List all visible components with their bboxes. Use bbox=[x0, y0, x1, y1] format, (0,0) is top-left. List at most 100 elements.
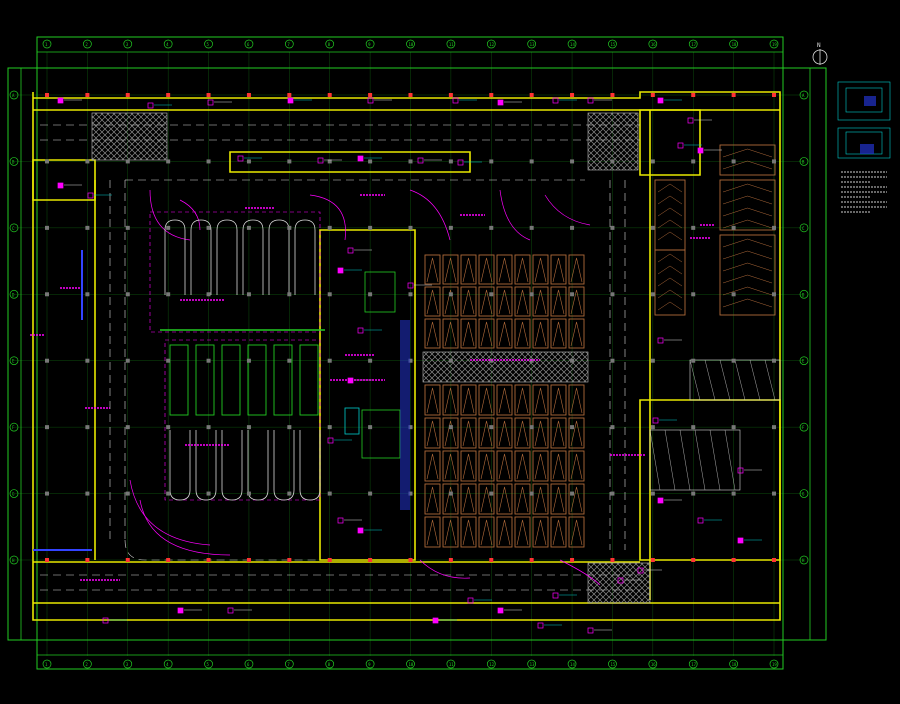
column bbox=[731, 159, 736, 164]
parking-bay bbox=[460, 286, 477, 317]
grid-label-bottom: 17 bbox=[691, 662, 696, 667]
parking-bay-marking bbox=[570, 453, 583, 480]
annotation-tag bbox=[177, 607, 184, 614]
annotation-tag bbox=[497, 607, 504, 614]
column bbox=[45, 358, 49, 363]
column bbox=[650, 159, 655, 164]
equipment-hatch bbox=[664, 429, 676, 491]
parking-bay bbox=[514, 417, 531, 449]
parking-bay bbox=[478, 254, 495, 285]
column bbox=[287, 425, 292, 430]
column bbox=[489, 425, 494, 430]
parking-stall bbox=[273, 344, 293, 416]
column bbox=[691, 491, 696, 496]
parking-bay-marking bbox=[426, 453, 439, 480]
column bbox=[166, 93, 171, 97]
parking-bay-marking bbox=[462, 257, 475, 283]
parking-bay-marking bbox=[498, 321, 511, 347]
parking-bay-marking bbox=[498, 453, 511, 480]
parking-bay-marking bbox=[444, 257, 457, 283]
north-rooms-row bbox=[229, 151, 471, 173]
column bbox=[610, 292, 615, 297]
column bbox=[166, 292, 171, 297]
annotation-tag bbox=[677, 142, 684, 149]
grid-bubble-top bbox=[204, 39, 213, 49]
south-service-strip bbox=[33, 561, 780, 604]
column bbox=[731, 225, 736, 230]
ramp-hatch-northwest bbox=[91, 112, 168, 161]
equipment-hatch bbox=[679, 429, 691, 491]
parking-bay-marking bbox=[462, 321, 475, 347]
column bbox=[125, 558, 130, 562]
parking-bay bbox=[532, 286, 549, 317]
grid-label-top: 16 bbox=[651, 42, 656, 47]
column bbox=[610, 491, 615, 496]
parking-bay bbox=[460, 417, 477, 449]
annotation-tag bbox=[467, 597, 474, 604]
central-aisle-hatch bbox=[422, 351, 589, 383]
parking-bay bbox=[496, 450, 513, 482]
equipment-hatch bbox=[649, 429, 661, 491]
column bbox=[85, 93, 90, 97]
inner-axis-frame bbox=[7, 67, 827, 641]
parking-bay-marking bbox=[462, 519, 475, 546]
column bbox=[731, 558, 736, 562]
column bbox=[408, 225, 413, 230]
parking-bay-marking bbox=[462, 420, 475, 447]
equipment-hatch bbox=[719, 359, 731, 401]
parking-bay bbox=[424, 286, 441, 317]
grid-label-left: B bbox=[12, 159, 15, 164]
grid-bubble-bottom bbox=[648, 659, 658, 669]
grid-bubble-top bbox=[527, 39, 537, 49]
parking-bay bbox=[424, 384, 441, 416]
grid-label-left: A bbox=[12, 93, 15, 98]
grid-bubble-bottom bbox=[446, 659, 456, 669]
parking-bay-marking bbox=[498, 257, 511, 283]
equipment-hatch bbox=[734, 359, 746, 401]
storage-rack bbox=[722, 298, 773, 308]
parking-stall bbox=[299, 344, 319, 416]
parking-bay-marking bbox=[426, 321, 439, 347]
column bbox=[570, 491, 575, 496]
column bbox=[85, 558, 90, 562]
column bbox=[529, 358, 534, 363]
annotation-tag bbox=[657, 97, 664, 104]
parking-bay-marking bbox=[498, 420, 511, 447]
column bbox=[610, 358, 615, 363]
parking-bay bbox=[550, 417, 567, 449]
parking-bay bbox=[532, 417, 549, 449]
column bbox=[287, 159, 292, 164]
grid-label-bottom: 18 bbox=[732, 662, 737, 667]
parking-bay-marking bbox=[570, 420, 583, 447]
column bbox=[246, 225, 251, 230]
grid-label-right: F bbox=[802, 425, 805, 430]
grid-label-top: 15 bbox=[610, 42, 615, 47]
parking-bay bbox=[532, 483, 549, 515]
parking-stall bbox=[221, 430, 243, 501]
grid-label-top: 4 bbox=[166, 42, 169, 47]
column bbox=[731, 425, 736, 430]
parking-bay bbox=[514, 286, 531, 317]
column bbox=[166, 225, 171, 230]
parking-bay-marking bbox=[462, 387, 475, 414]
column bbox=[45, 292, 49, 297]
column bbox=[489, 558, 494, 562]
annotation-tag bbox=[207, 99, 214, 106]
grid-label-right: E bbox=[802, 359, 805, 364]
grid-bubble-top bbox=[42, 39, 52, 49]
grid-bubble-top bbox=[83, 39, 92, 49]
storage-rack bbox=[657, 301, 683, 311]
equipment-hatch bbox=[749, 359, 761, 401]
parking-bay-marking bbox=[570, 289, 583, 315]
annotation-tag bbox=[497, 99, 504, 106]
grid-bubble-top bbox=[163, 39, 173, 49]
storage-rack bbox=[657, 183, 683, 193]
parking-bay-marking bbox=[552, 420, 565, 447]
column bbox=[570, 425, 575, 430]
parking-bay-marking bbox=[480, 519, 493, 546]
grid-bubble-top bbox=[244, 39, 254, 49]
storage-room bbox=[719, 144, 776, 176]
parking-stall bbox=[216, 219, 238, 295]
parking-bay bbox=[442, 450, 459, 482]
grid-bubble-right bbox=[799, 289, 809, 299]
